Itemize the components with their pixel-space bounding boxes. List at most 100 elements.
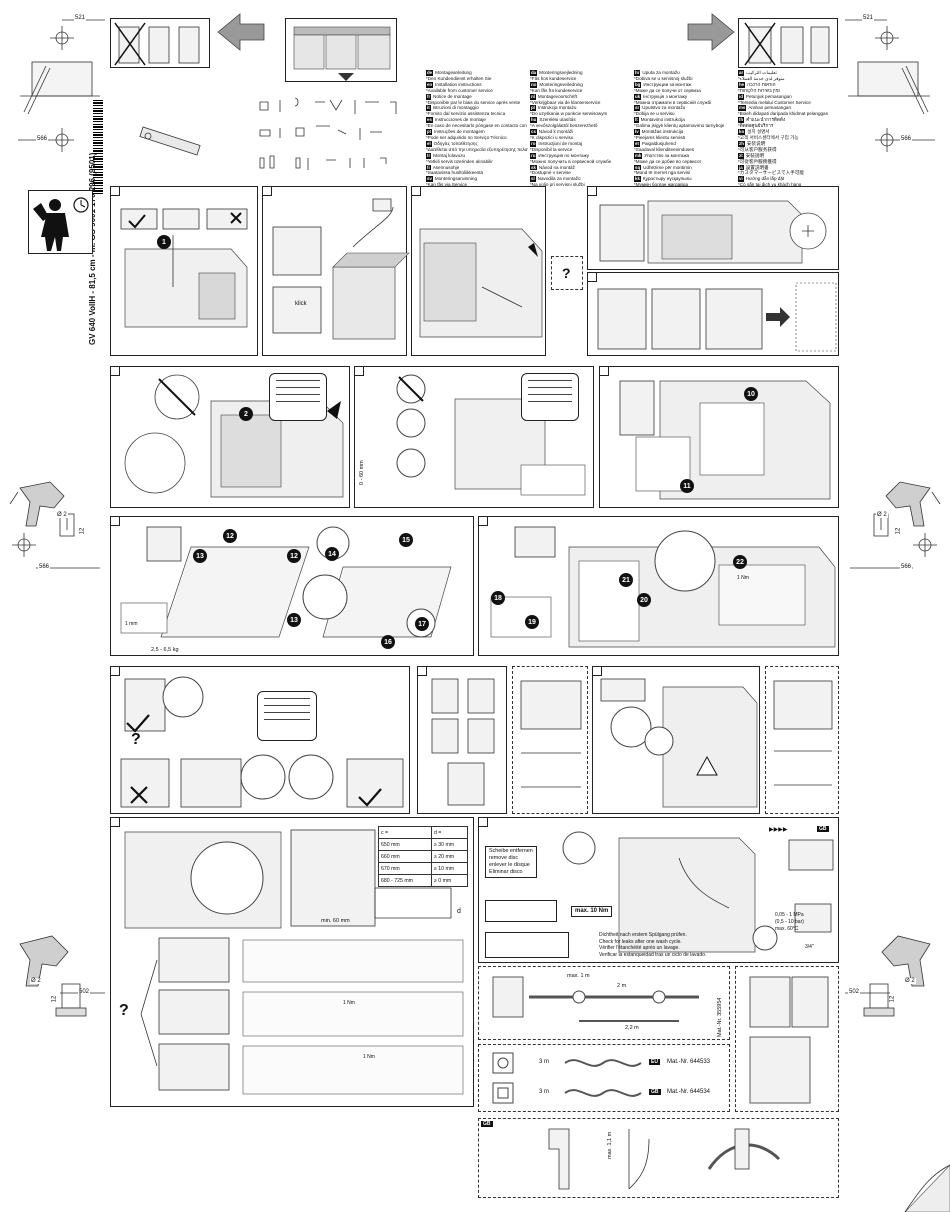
language-code-badge: pt: [426, 129, 433, 135]
language-text: Montavimo instrukcija: [640, 117, 685, 123]
language-text: *متوفر لدى خدمة العملاء: [738, 75, 785, 81]
thread-label: 3/4": [805, 944, 814, 950]
language-code-badge: kk: [634, 176, 641, 183]
torque-label: 1 Nm: [363, 1054, 375, 1060]
language-row: *Yetkili servis üzerinden alınabilir: [426, 159, 528, 165]
language-code-badge: sq: [634, 164, 642, 171]
step-box: [411, 186, 421, 196]
language-code-badge: he: [738, 81, 746, 88]
step-badge: 2: [239, 407, 253, 421]
drain-line: Check for leaks after one wash cycle.: [599, 938, 682, 945]
step-panel-13: [512, 666, 588, 814]
language-row: *Можна отримати в сервісній службі: [634, 100, 736, 106]
step-box: [592, 666, 602, 676]
language-text: Návod na montáž: [538, 164, 575, 170]
language-text: Uputa za montažu: [642, 70, 680, 75]
step-badge: 19: [525, 615, 539, 629]
step-panel-2: klick: [262, 186, 410, 356]
language-text: Udhëzime për montimin: [643, 164, 692, 170]
language-text: *Có sẵn tại dịch vụ khách hàng: [738, 182, 802, 188]
language-code-badge: id: [738, 93, 744, 100]
no-cabinet-cutout-panel-right: [738, 18, 838, 68]
language-text: *可从客户服务获得: [738, 146, 777, 152]
language-row: *Den Kundendienst erhalten Sie: [426, 76, 528, 82]
spec-cell: ≥ 10 mm: [430, 862, 469, 875]
language-text: *K dispozici u servisu: [530, 134, 574, 140]
arrow-strip: ▶▶▶▶: [769, 827, 788, 833]
parts-illustration: [139, 97, 397, 170]
language-row: *Saadaval klienditeeninduses: [634, 147, 736, 153]
language-code-badge: ru: [530, 152, 537, 159]
language-row: *Pieejams klientu servisā: [634, 135, 736, 141]
language-code-badge: lv: [634, 129, 640, 135]
language-text: *Kan fås via Service: [426, 182, 468, 188]
language-row: *カスタマーサービスで入手可能: [738, 170, 840, 176]
language-code-badge: cs: [530, 129, 537, 135]
dim-right-566: 566: [900, 136, 913, 142]
d-label: d: [457, 908, 461, 915]
mm-label: 1 mm: [125, 621, 138, 627]
step-badge: 1: [157, 235, 171, 249]
dim-bottom-right: 502: [848, 989, 861, 995]
spec-cell: ≥ 0 mm: [430, 874, 469, 887]
arrow-left-icon: [217, 13, 265, 51]
language-row: *Dostupné v servise: [530, 170, 632, 176]
language-text: تعليمات التركيب: [746, 70, 777, 75]
language-code-badge: th: [738, 117, 745, 124]
drill-icon: [873, 481, 941, 537]
language-text: Monteringsanvisning: [434, 176, 478, 182]
step-panel-12: [417, 666, 507, 814]
language-text: *Dobiva se u servisnoj službi: [634, 75, 693, 81]
language-text: *Saatavissa huoltoliikkeestä: [426, 170, 483, 176]
language-text: *Dostupné v servise: [530, 170, 571, 176]
language-text: Instrucciones de montaje: [434, 117, 486, 123]
technician-panel: [28, 190, 93, 254]
step-panel-14: [592, 666, 760, 814]
language-text: *Saadaval klienditeeninduses: [634, 146, 695, 152]
step-box: [478, 817, 488, 827]
language-text: *Boleh didapati daripada khidmat pelangg…: [738, 111, 829, 117]
step-panel-8: 10 11: [599, 366, 839, 508]
language-code-badge: ko: [738, 129, 746, 135]
language-text: 설치 설명서: [747, 129, 770, 135]
language-code-badge: nl: [530, 93, 536, 100]
language-text: Instrucţiuni de montaj: [538, 140, 583, 146]
spec-cell: 660 mm: [378, 850, 432, 863]
language-row: *Kan fås via Service: [426, 182, 528, 188]
drill-depth-right: 12: [895, 526, 902, 536]
language-text: Montageanleitung: [435, 70, 472, 75]
step-badge: 13: [287, 613, 301, 627]
spec-table: c =d = 650 mm≥ 30 mm 660 mm≥ 20 mm 670 m…: [378, 826, 469, 887]
len-a-label: max. 1 m: [567, 973, 590, 979]
spec-cell: ≥ 20 mm: [430, 850, 469, 863]
drill-depth-bl: 12: [51, 994, 58, 1004]
question-mark: ?: [562, 265, 571, 281]
side-panel-fixing: [735, 966, 839, 1112]
language-row: *En caso de necesitarlo póngase en conta…: [426, 123, 528, 129]
step-badge: 13: [193, 549, 207, 563]
spec-header: d =: [430, 826, 469, 839]
language-text: *Мүмкін болған жағдайда: [634, 182, 689, 188]
language-text: הוראות הרכבה: [747, 81, 776, 87]
spec-cell: 650 mm: [378, 838, 432, 851]
mat-nr-1: Mat.-Nr. 644533: [667, 1059, 711, 1065]
language-row: *A vevőszolgálattól beszerezhető: [530, 123, 632, 129]
gb-badge: GB: [817, 826, 829, 832]
step-badge: 16: [381, 635, 395, 649]
drill-depth-left: 12: [79, 526, 86, 536]
language-row: *Saatavissa huoltoliikkeestä: [426, 170, 528, 176]
max-torque-box: max. 10 Nm: [571, 906, 613, 917]
step-box: [478, 516, 488, 526]
